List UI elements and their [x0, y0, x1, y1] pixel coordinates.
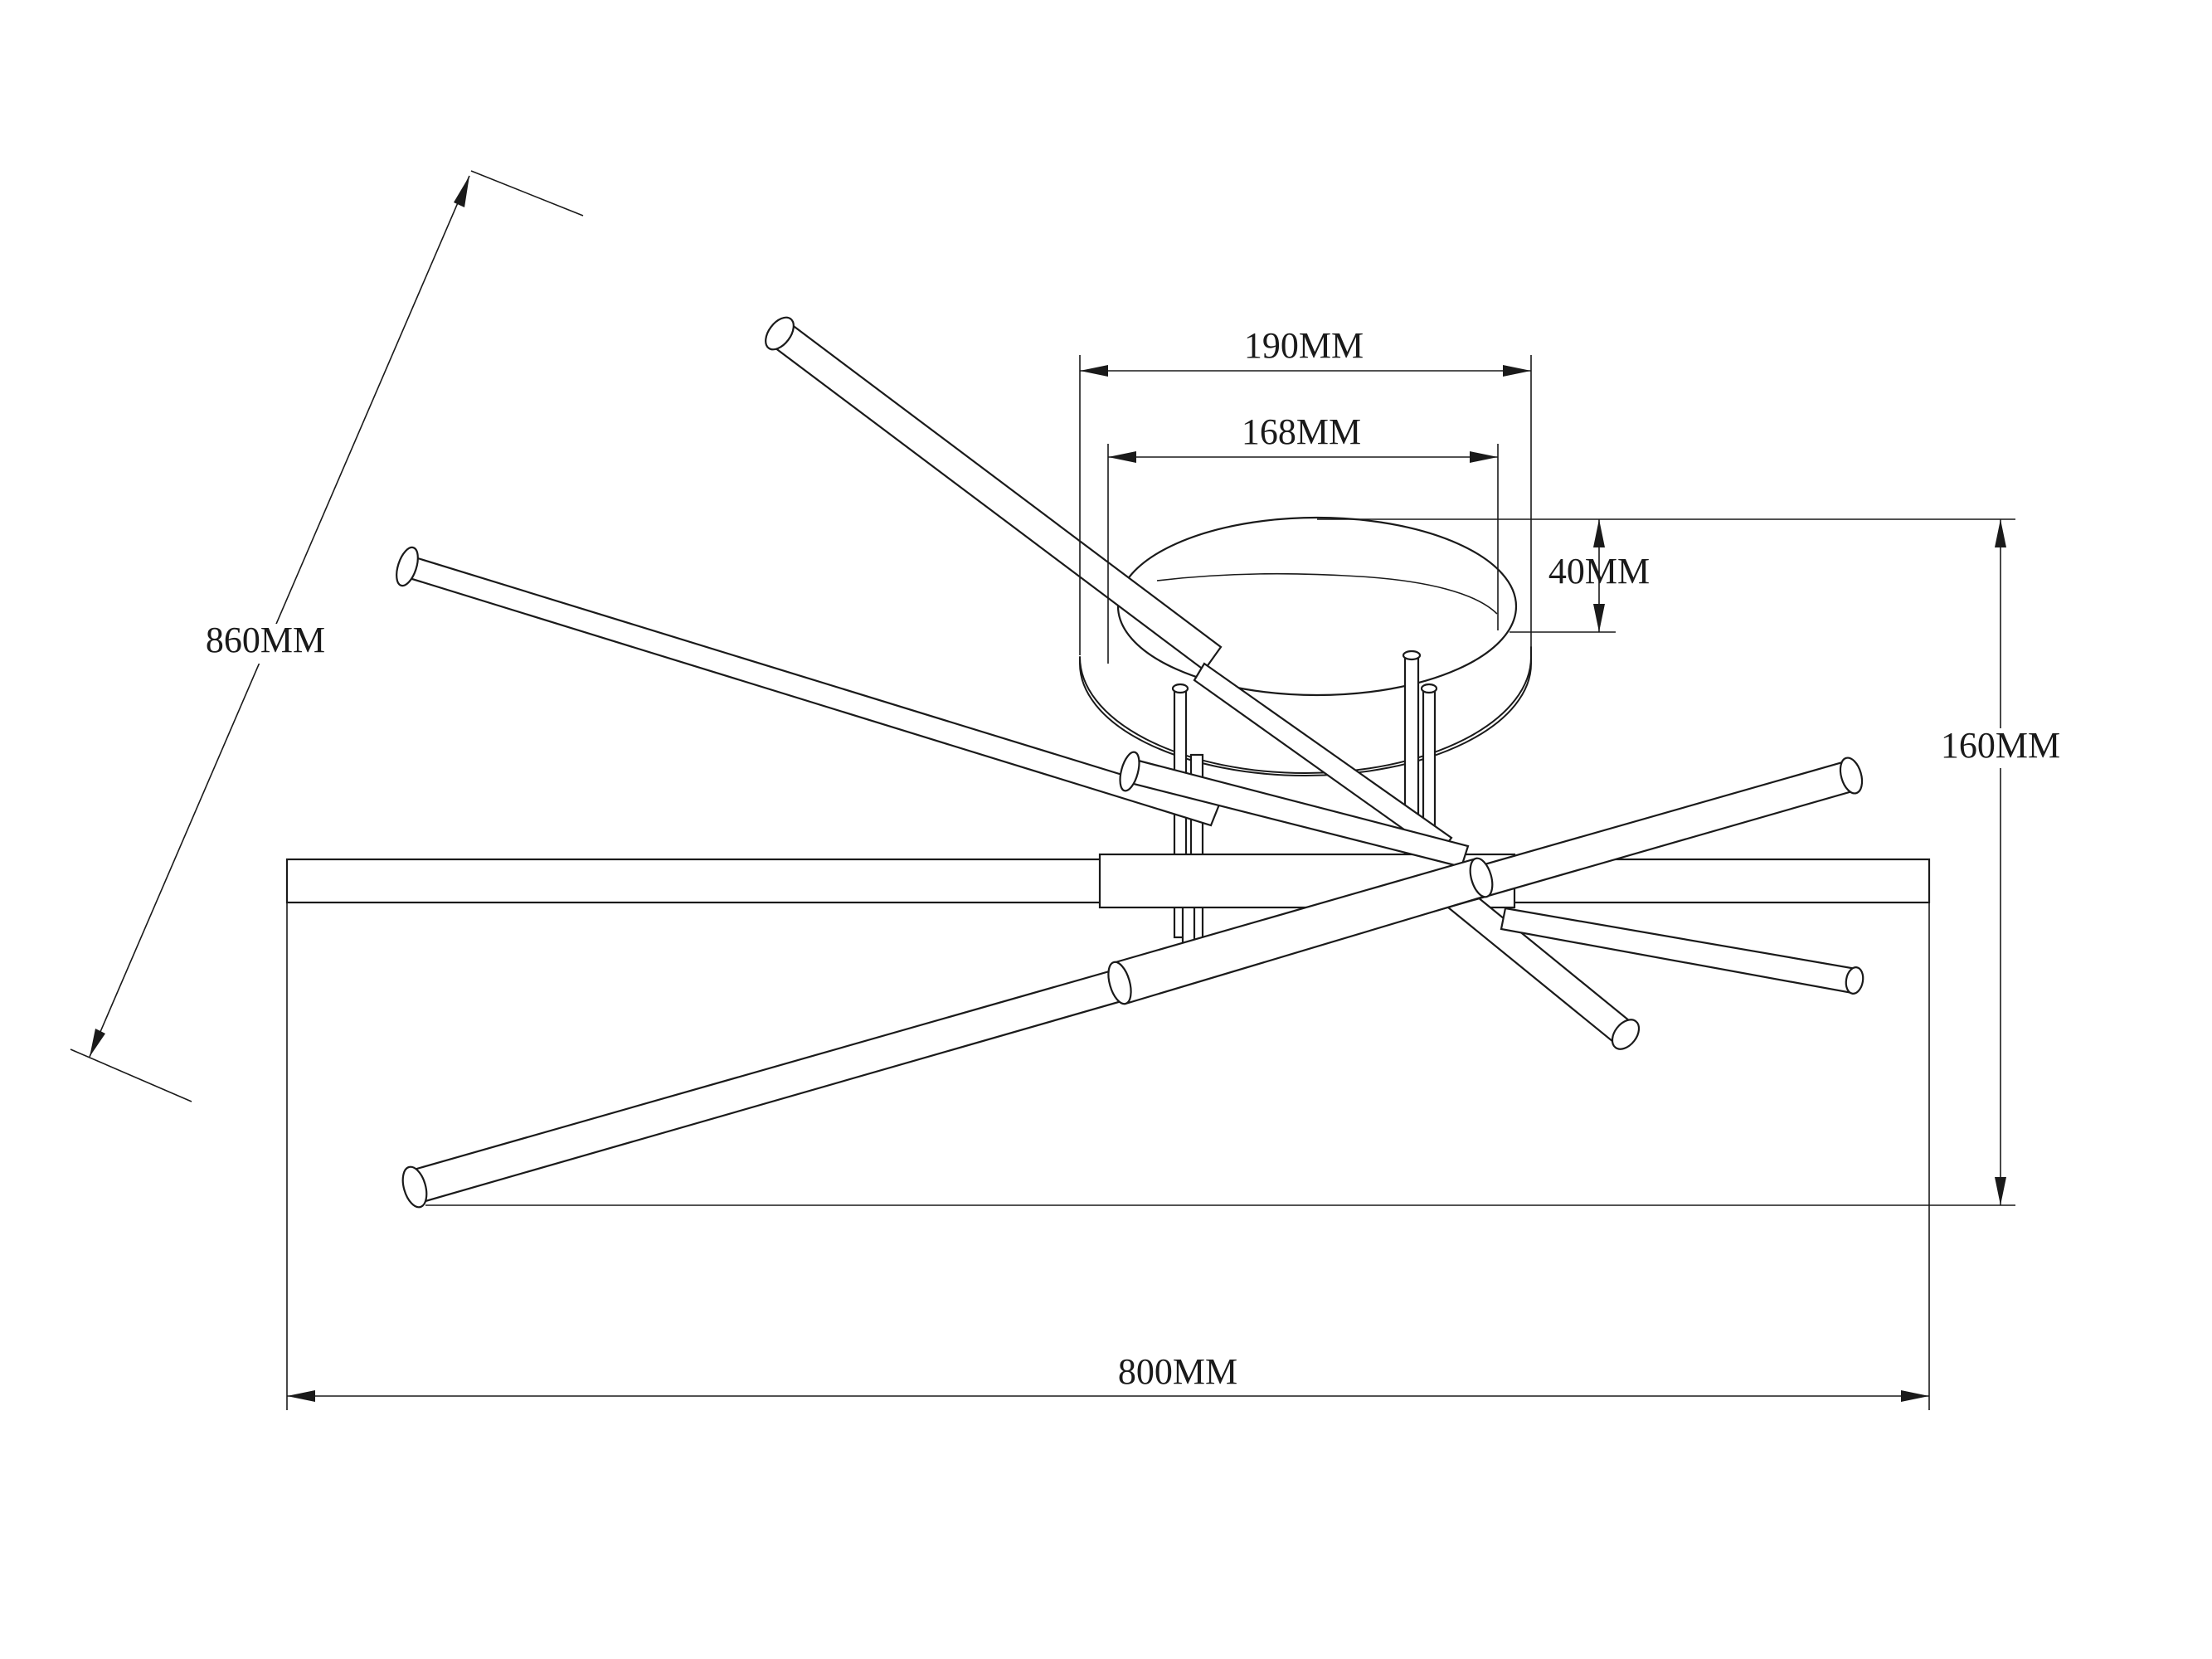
- dimension-canopy-outer: [1079, 355, 1532, 655]
- dimension-canopy-inner: [1107, 444, 1499, 664]
- light-tubes: [396, 316, 1864, 1209]
- dimension-total-height: [425, 519, 2015, 1206]
- dimension-canopy-height: [1317, 518, 2015, 633]
- horizontal-bar: [285, 853, 1931, 909]
- label-total-height: 160MM: [1941, 725, 2060, 766]
- label-diagonal: 860MM: [206, 620, 325, 660]
- dimension-total-width: [286, 902, 1930, 1410]
- label-canopy-outer-width: 190MM: [1244, 325, 1364, 366]
- label-canopy-inner-width: 168MM: [1242, 411, 1361, 452]
- label-canopy-height: 40MM: [1548, 551, 1650, 591]
- dimension-diagonal: [70, 170, 584, 1102]
- label-total-width: 800MM: [1118, 1351, 1237, 1392]
